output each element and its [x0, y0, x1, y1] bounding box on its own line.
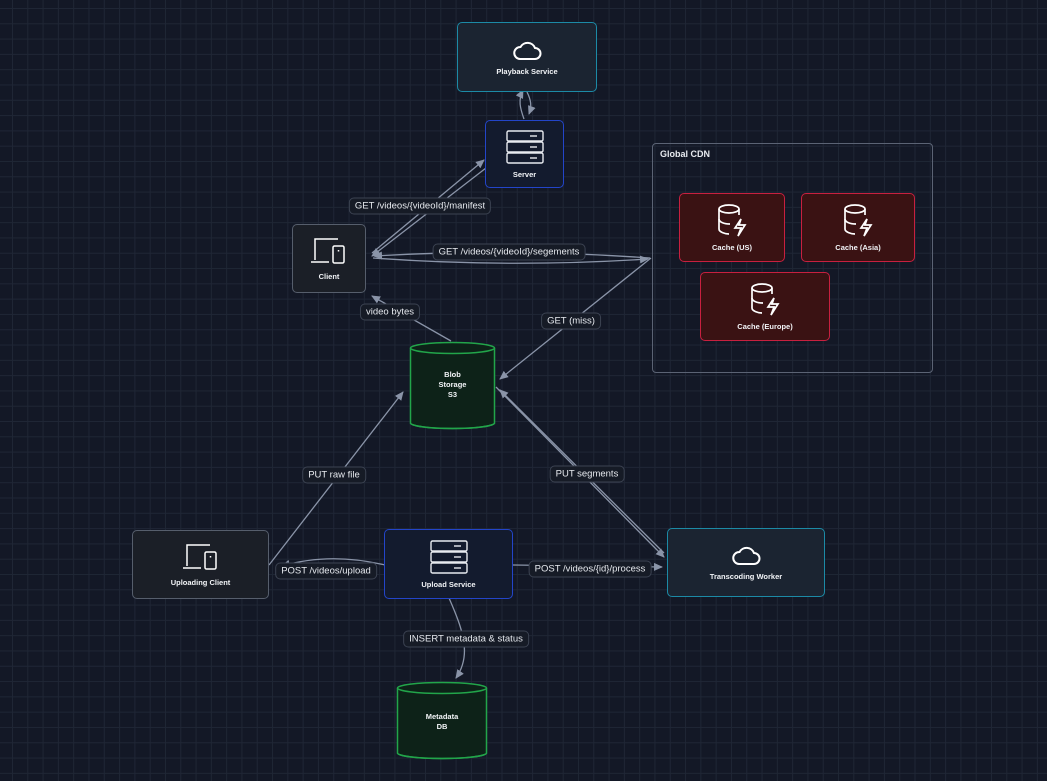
client-label: Client [318, 272, 340, 281]
cache-europe-node[interactable]: Cache (Europe) [700, 272, 830, 341]
edge-label-manifest: GET /videos/{videoId}/manifest [348, 197, 492, 215]
database-zap-icon [844, 204, 873, 237]
playback-service-label: Playback Service [496, 66, 558, 76]
global-cdn-title: Global CDN [660, 149, 711, 159]
server-icon [429, 540, 468, 574]
blob-storage-label: Blob Storage S3 [438, 370, 467, 399]
cache-asia-label: Cache (Asia) [835, 243, 881, 252]
transcoding-worker-label: Transcoding Worker [709, 572, 783, 581]
upload-service-label: Upload Service [421, 580, 476, 589]
edge-playback-server [526, 91, 536, 115]
server-icon [505, 130, 544, 164]
edge-label-post-process: POST /videos/{id}/process [528, 560, 652, 578]
client-node[interactable]: Client [292, 224, 366, 293]
server-label: Server [512, 170, 537, 179]
cylinder-shape [396, 681, 488, 760]
edge-label-put-segments: PUT segments [549, 465, 625, 483]
server-node[interactable]: Server [485, 120, 564, 188]
edge-label-put-raw-file: PUT raw file [302, 466, 366, 484]
cache-asia-node[interactable]: Cache (Asia) [801, 193, 915, 262]
transcoding-worker-node[interactable]: Transcoding Worker [667, 528, 825, 597]
cloud-icon [513, 41, 542, 60]
blob-storage-node[interactable]: Blob Storage S3 [409, 341, 496, 431]
edge-label-get-miss: GET (miss) [541, 312, 601, 330]
edge-label-insert-metadata: INSERT metadata & status [403, 630, 529, 648]
upload-service-node[interactable]: Upload Service [384, 529, 513, 599]
uploading-client-node[interactable]: Uploading Client [132, 530, 269, 599]
cache-europe-label: Cache (Europe) [737, 322, 793, 331]
devices-icon [311, 238, 345, 264]
global-cdn-group: Global CDN [652, 143, 933, 373]
edge-label-segments: GET /videos/{videoId}/segements [432, 243, 586, 261]
cylinder-shape [409, 341, 496, 430]
metadata-db-node[interactable]: Metadata DB [396, 681, 488, 761]
edge-server-playback [515, 89, 525, 120]
cache-us-label: Cache (US) [711, 243, 752, 252]
cache-us-node[interactable]: Cache (US) [679, 193, 785, 262]
devices-icon [182, 544, 217, 570]
uploading-client-label: Uploading Client [170, 578, 231, 587]
database-zap-icon [751, 283, 780, 316]
cloud-icon [732, 546, 761, 565]
metadata-db-label: Metadata DB [425, 712, 459, 731]
edge-label-post-upload: POST /videos/upload [275, 562, 377, 580]
edge-label-video-bytes: video bytes [359, 303, 421, 321]
database-zap-icon [718, 204, 747, 237]
playback-service-node[interactable]: Playback Service [457, 22, 597, 92]
